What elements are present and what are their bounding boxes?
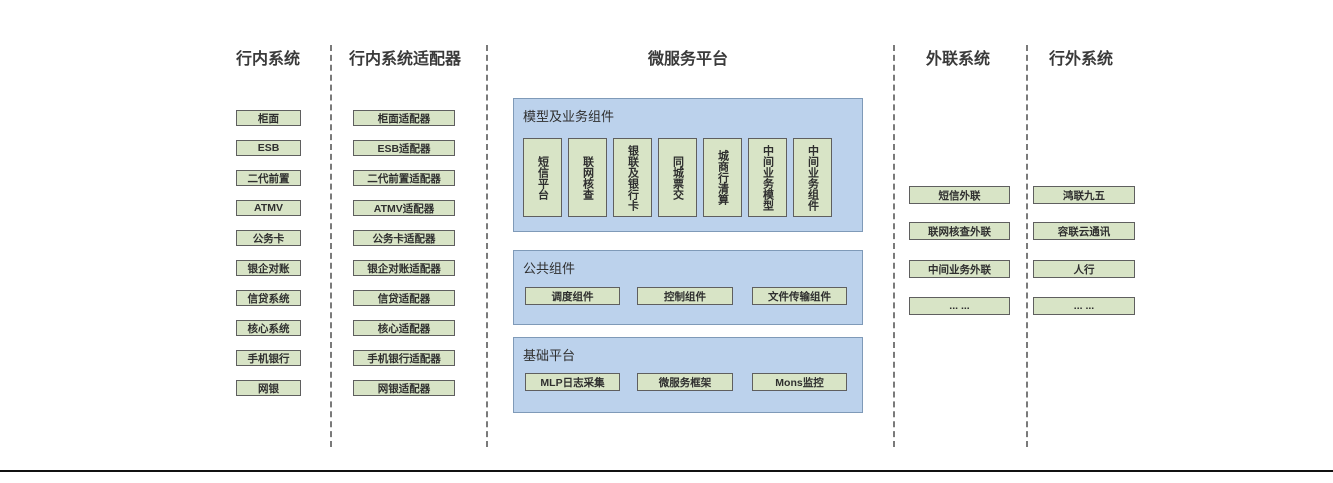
adapter-box: 公务卡适配器 <box>353 230 455 246</box>
system-box: ESB <box>236 140 301 156</box>
component-box: 城商行清算 <box>703 138 742 217</box>
panel-label: 公共组件 <box>523 261 576 276</box>
adapter-box: 核心适配器 <box>353 320 455 336</box>
system-box: 信贷系统 <box>236 290 301 306</box>
adapter-box: ATMV适配器 <box>353 200 455 216</box>
component-box: 中间业务组件 <box>793 138 832 217</box>
adapter-box: 信贷适配器 <box>353 290 455 306</box>
external-system-box: 鸿联九五 <box>1033 186 1135 204</box>
external-system-box: ... ... <box>1033 297 1135 315</box>
system-box: 手机银行 <box>236 350 301 366</box>
external-link-box: ... ... <box>909 297 1010 315</box>
divider-dashed-2 <box>486 45 488 447</box>
external-link-box: 中间业务外联 <box>909 260 1010 278</box>
column-header-internal-systems: 行内系统 <box>235 51 300 68</box>
external-link-box: 联网核查外联 <box>909 222 1010 240</box>
divider-dashed-3 <box>893 45 895 447</box>
adapter-box: ESB适配器 <box>353 140 455 156</box>
adapter-box: 网银适配器 <box>353 380 455 396</box>
column-header-microservice-platform: 微服务平台 <box>647 51 728 68</box>
column-header-external-links: 外联系统 <box>925 51 990 68</box>
adapter-box: 银企对账适配器 <box>353 260 455 276</box>
adapter-box: 手机银行适配器 <box>353 350 455 366</box>
system-box: ATMV <box>236 200 301 216</box>
system-box: 柜面 <box>236 110 301 126</box>
component-box: Mons监控 <box>752 373 847 391</box>
external-system-box: 人行 <box>1033 260 1135 278</box>
system-box: 二代前置 <box>236 170 301 186</box>
divider-dashed-4 <box>1026 45 1028 447</box>
component-box: 联网核查 <box>568 138 607 217</box>
system-box: 核心系统 <box>236 320 301 336</box>
system-box: 公务卡 <box>236 230 301 246</box>
component-box: 同城票交 <box>658 138 697 217</box>
system-box: 网银 <box>236 380 301 396</box>
component-box: MLP日志采集 <box>525 373 620 391</box>
column-header-external-systems: 行外系统 <box>1048 51 1113 68</box>
panel-label: 基础平台 <box>523 348 576 363</box>
column-header-internal-adapters: 行内系统适配器 <box>348 51 461 68</box>
external-system-box: 容联云通讯 <box>1033 222 1135 240</box>
component-box: 中间业务模型 <box>748 138 787 217</box>
component-box: 调度组件 <box>525 287 620 305</box>
component-box: 控制组件 <box>637 287 733 305</box>
component-box: 短信平台 <box>523 138 562 217</box>
divider-dashed-1 <box>330 45 332 447</box>
component-box: 文件传输组件 <box>752 287 847 305</box>
external-link-box: 短信外联 <box>909 186 1010 204</box>
bottom-rule <box>0 470 1333 472</box>
component-box: 银联及银行卡 <box>613 138 652 217</box>
panel-label: 模型及业务组件 <box>523 109 615 124</box>
system-box: 银企对账 <box>236 260 301 276</box>
component-box: 微服务框架 <box>637 373 733 391</box>
adapter-box: 柜面适配器 <box>353 110 455 126</box>
adapter-box: 二代前置适配器 <box>353 170 455 186</box>
